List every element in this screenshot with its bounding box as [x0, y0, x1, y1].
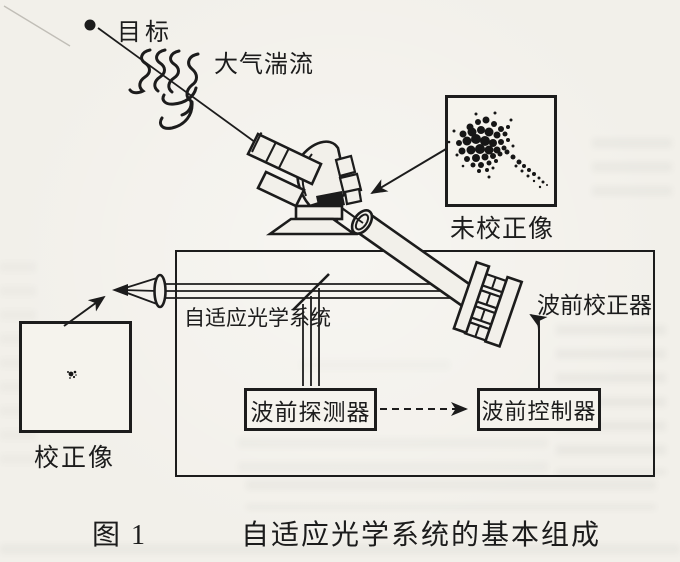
corrected-image-frame	[19, 321, 132, 433]
wavefront-detector-label: 波前探测器	[250, 399, 371, 425]
corrected-image-label: 校正像	[34, 445, 116, 472]
bleed-through-artifact	[592, 138, 672, 204]
wavefront-controller-label: 波前控制器	[481, 398, 597, 424]
lens	[153, 273, 167, 309]
wavefront-controller-box: 波前控制器	[477, 388, 601, 431]
bleed-through-artifact	[246, 480, 656, 510]
uncorrected-image-arrow	[370, 148, 447, 195]
focus-arrowhead	[112, 284, 128, 296]
adaptive-optics-system-label: 自适应光学系统	[184, 306, 331, 330]
figure-caption-title: 自适应光学系统的基本组成	[241, 520, 602, 551]
turbulence-label: 大气湍流	[214, 52, 314, 78]
wavefront-detector-box: 波前探测器	[244, 388, 377, 431]
uncorrected-image-label: 未校正像	[450, 216, 555, 243]
target-dot	[84, 19, 96, 31]
figure-caption-number: 图 1	[92, 520, 148, 551]
turbulence-squiggles	[128, 48, 200, 130]
target-label: 目标	[117, 20, 173, 46]
wavefront-corrector-label: 波前校正器	[537, 293, 652, 318]
scan-scratch	[3, 5, 71, 47]
adaptive-optics-system-box	[175, 250, 655, 477]
uncorrected-image-frame	[445, 95, 557, 207]
telescope	[246, 132, 363, 236]
